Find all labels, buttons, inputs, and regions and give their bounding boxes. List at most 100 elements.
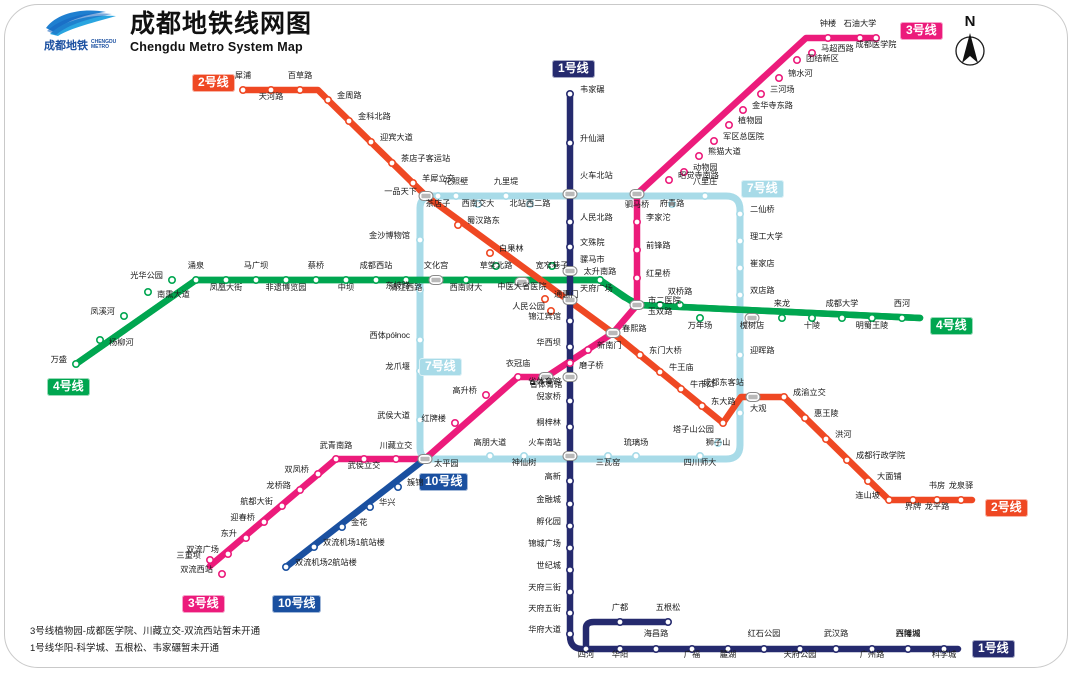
station-label[interactable]: 人民公园 — [512, 302, 545, 311]
station-label[interactable]: 成渝立交 — [793, 388, 826, 397]
station-dot[interactable] — [461, 275, 470, 284]
station-label[interactable]: 广都 — [611, 603, 629, 612]
station-dot[interactable] — [546, 306, 555, 315]
station-label[interactable]: 广州路 — [859, 650, 885, 659]
station-label[interactable]: 二仙桥 — [750, 205, 775, 214]
station-label[interactable]: 航都大街 — [240, 497, 273, 506]
station-label[interactable]: 通惠门 — [554, 290, 579, 299]
station-dot[interactable] — [908, 495, 917, 504]
station-dot[interactable] — [932, 495, 941, 504]
station-label[interactable]: 武汉路 — [823, 629, 849, 638]
station-label[interactable]: 高新 — [544, 472, 561, 481]
station-dot[interactable] — [655, 367, 664, 376]
interchange-station-marker[interactable] — [562, 188, 578, 200]
station-label[interactable]: 金花 — [351, 518, 368, 527]
station-dot[interactable] — [565, 342, 574, 351]
station-label[interactable]: 大观 — [750, 404, 767, 413]
station-label[interactable]: 双流机场1航站楼 — [323, 538, 385, 547]
station-label[interactable]: 驷马桥 — [624, 200, 650, 209]
interchange-station-marker[interactable] — [629, 188, 645, 200]
station-dot[interactable] — [387, 159, 396, 168]
station-label[interactable]: 太升南路 — [583, 267, 617, 276]
station-label[interactable]: 杨柳河 — [109, 338, 134, 347]
station-label[interactable]: 牛市口 — [690, 380, 715, 389]
station-label[interactable]: 龙爪堰 — [385, 362, 410, 371]
station-label[interactable]: 迎春桥 — [230, 513, 255, 522]
station-dot[interactable] — [735, 350, 744, 359]
station-dot[interactable] — [774, 74, 783, 83]
station-dot[interactable] — [631, 451, 640, 460]
station-dot[interactable] — [709, 137, 718, 146]
station-label[interactable]: 琉璃场 — [623, 438, 649, 447]
station-dot[interactable] — [491, 261, 500, 270]
station-dot[interactable] — [655, 300, 664, 309]
station-label[interactable]: 西南交大 — [461, 199, 495, 208]
station-label[interactable]: 天府公园 — [783, 650, 817, 659]
station-label[interactable]: 麓湖 — [719, 650, 737, 659]
station-label[interactable]: 双店路 — [750, 286, 775, 295]
station-label[interactable]: 华西坝 — [536, 338, 561, 347]
station-label[interactable]: 李家沱 — [646, 213, 671, 222]
station-dot[interactable] — [565, 90, 574, 99]
station-dot[interactable] — [939, 644, 948, 653]
station-dot[interactable] — [800, 413, 809, 422]
station-label[interactable]: 省体育馆 — [528, 377, 561, 386]
station-label[interactable]: 九里堤 — [493, 177, 519, 186]
station-label[interactable]: 书房 — [928, 481, 946, 490]
station-label[interactable]: 茶店子 — [425, 199, 451, 208]
station-label[interactable]: 中坝 — [337, 283, 355, 292]
station-dot[interactable] — [565, 396, 574, 405]
station-label[interactable]: 簇锦 — [407, 478, 424, 487]
station-label[interactable]: 倪家桥 — [536, 392, 561, 401]
station-dot[interactable] — [239, 86, 248, 95]
station-label[interactable]: 成都大学 — [825, 299, 859, 308]
station-dot[interactable] — [867, 644, 876, 653]
station-label[interactable]: 府青路 — [659, 199, 685, 208]
station-label[interactable]: 天河路 — [258, 92, 284, 101]
line-badge-line1[interactable]: 1号线 — [552, 60, 595, 78]
station-label[interactable]: 新南门 — [597, 341, 622, 350]
station-label[interactable]: 明蜀王陵 — [855, 321, 889, 330]
station-label[interactable]: 宽窄巷子 — [535, 261, 569, 270]
station-label[interactable]: 西南财大 — [449, 283, 483, 292]
station-dot[interactable] — [281, 275, 290, 284]
station-label[interactable]: 市二医院 — [648, 296, 681, 305]
station-label[interactable]: 金融城 — [536, 495, 561, 504]
station-dot[interactable] — [615, 644, 624, 653]
station-label[interactable]: 犀浦 — [234, 71, 252, 80]
station-label[interactable]: 桐梓林 — [536, 418, 561, 427]
station-label[interactable]: 五根松 — [655, 603, 681, 612]
station-label[interactable]: 龙桥路 — [266, 481, 291, 490]
station-dot[interactable] — [513, 372, 522, 381]
station-label[interactable]: 惠王陵 — [814, 409, 839, 418]
station-dot[interactable] — [837, 313, 846, 322]
station-dot[interactable] — [309, 542, 318, 551]
station-dot[interactable] — [415, 236, 424, 245]
station-dot[interactable] — [867, 313, 876, 322]
station-dot[interactable] — [450, 418, 459, 427]
station-label[interactable]: 东大路 — [711, 397, 736, 406]
station-label[interactable]: 天府三街 — [528, 583, 561, 592]
station-label[interactable]: 蜀汉路东 — [467, 216, 500, 225]
station-label[interactable]: 双流广场 — [186, 545, 219, 554]
interchange-station-marker[interactable] — [562, 371, 578, 383]
station-dot[interactable] — [735, 210, 744, 219]
station-dot[interactable] — [415, 335, 424, 344]
line-badge-line4[interactable]: 4号线 — [930, 317, 973, 335]
station-label[interactable]: 锦江宾馆 — [528, 312, 561, 321]
station-label[interactable]: 红牌楼 — [421, 414, 446, 423]
station-dot[interactable] — [779, 392, 788, 401]
station-label[interactable]: 茶店子客运站 — [401, 154, 451, 163]
station-label[interactable]: 石油大学 — [843, 19, 877, 28]
station-dot[interactable] — [777, 313, 786, 322]
station-dot[interactable] — [565, 629, 574, 638]
station-label[interactable]: 华府大道 — [528, 625, 561, 634]
station-dot[interactable] — [595, 275, 604, 284]
station-dot[interactable] — [453, 221, 462, 230]
station-dot[interactable] — [485, 249, 494, 258]
station-dot[interactable] — [359, 454, 368, 463]
station-label[interactable]: 科学城 — [931, 650, 957, 659]
station-dot[interactable] — [687, 644, 696, 653]
station-label[interactable]: 钟楼 — [819, 19, 837, 28]
station-label[interactable]: 羊犀立交 — [422, 174, 455, 183]
